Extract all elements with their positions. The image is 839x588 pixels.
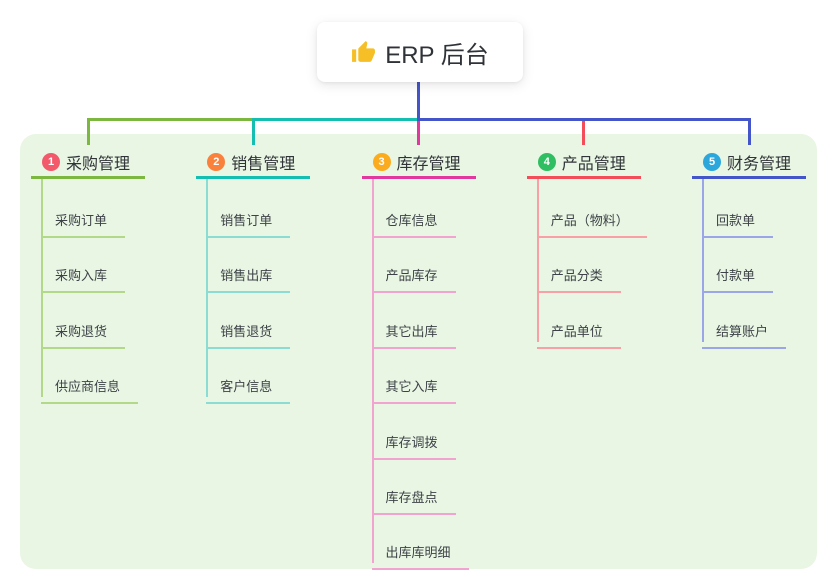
branch-drop-line — [582, 121, 586, 145]
branch-drop-line — [251, 121, 255, 145]
child-node-label: 客户信息 — [220, 379, 273, 395]
child-node-label: 销售订单 — [220, 213, 273, 228]
child-node-label: 库存盘点 — [385, 490, 438, 505]
root-node[interactable]: ERP 后台 — [317, 22, 523, 82]
bus-segment — [417, 118, 751, 121]
bus-segment — [251, 118, 420, 121]
child-node[interactable]: 产品库存 — [371, 250, 456, 294]
branch-header-node[interactable]: 2 销售管理 — [196, 147, 311, 179]
child-node-label: 付款单 — [716, 268, 756, 284]
child-node-label: 产品（物料） — [550, 213, 629, 228]
child-node[interactable]: 其它入库 — [371, 361, 456, 405]
branch-label: 采购管理 — [66, 155, 131, 173]
priority-badge: 2 — [207, 152, 226, 171]
child-node[interactable]: 产品分类 — [536, 250, 621, 294]
child-node[interactable]: 供应商信息 — [41, 361, 139, 405]
child-node-label: 其它出库 — [385, 323, 438, 339]
branch-label: 产品管理 — [561, 155, 626, 173]
child-node[interactable]: 产品（物料） — [536, 195, 647, 238]
child-node[interactable]: 销售出库 — [206, 250, 291, 294]
branch-header-node[interactable]: 3 库存管理 — [361, 147, 476, 179]
branch-children-connector — [206, 179, 209, 398]
branch: 4 产品管理 产品（物料） 产品分类 产品单位 — [526, 0, 692, 588]
branch-children-connector — [702, 179, 704, 342]
thumbs-up-icon — [351, 40, 376, 65]
branch-header-node[interactable]: 4 产品管理 — [526, 147, 641, 179]
child-node[interactable]: 出库库明细 — [371, 527, 469, 571]
child-node-label: 采购入库 — [55, 268, 108, 284]
child-node-label: 采购退货 — [55, 323, 108, 339]
branch-header-node[interactable]: 5 财务管理 — [692, 147, 807, 179]
child-node-label: 销售退货 — [220, 323, 273, 339]
child-node-label: 出库库明细 — [385, 545, 451, 561]
child-node-label: 结算账户 — [716, 323, 769, 339]
child-node[interactable]: 采购入库 — [41, 250, 126, 294]
child-node[interactable]: 销售退货 — [206, 306, 291, 349]
child-node[interactable]: 结算账户 — [702, 306, 787, 349]
branch-header-node[interactable]: 1 采购管理 — [31, 147, 146, 179]
branch-children-connector — [536, 179, 539, 342]
child-node[interactable]: 库存调拨 — [371, 417, 456, 460]
child-node-label: 仓库信息 — [385, 213, 438, 228]
branch-drop-line — [86, 121, 90, 145]
branch: 5 财务管理 回款单 付款单 结算账户 — [692, 0, 839, 588]
child-node[interactable]: 仓库信息 — [371, 195, 456, 238]
root-node-label: ERP 后台 — [385, 41, 489, 69]
branch: 3 库存管理 仓库信息 产品库存 其它出库 其它入库 库存调拨 库存盘点 出库库… — [361, 0, 527, 588]
child-node[interactable]: 其它出库 — [371, 306, 456, 349]
branch-label: 财务管理 — [727, 155, 792, 173]
branch-children-connector — [371, 179, 374, 564]
child-node[interactable]: 采购退货 — [41, 306, 126, 349]
child-node[interactable]: 回款单 — [702, 195, 774, 238]
child-node[interactable]: 采购订单 — [41, 195, 126, 238]
child-node-label: 库存调拨 — [385, 434, 438, 450]
child-node-label: 供应商信息 — [55, 379, 121, 395]
branch: 1 采购管理 采购订单 采购入库 采购退货 供应商信息 — [31, 0, 196, 588]
root-connector-stem — [417, 82, 420, 121]
child-node-label: 产品单位 — [550, 323, 603, 339]
child-node-label: 销售出库 — [220, 268, 273, 284]
branch: 2 销售管理 销售订单 销售出库 销售退货 客户信息 — [196, 0, 361, 588]
priority-badge: 1 — [42, 152, 60, 171]
child-node-label: 产品分类 — [550, 268, 603, 284]
child-node-label: 回款单 — [716, 213, 756, 228]
child-node[interactable]: 销售订单 — [206, 195, 291, 238]
priority-badge: 4 — [537, 152, 556, 171]
branch-children-connector — [41, 179, 43, 398]
branch-label: 销售管理 — [231, 155, 296, 173]
branch-drop-line — [747, 121, 751, 145]
child-node[interactable]: 产品单位 — [536, 306, 621, 349]
branch-drop-line — [417, 121, 420, 145]
child-node[interactable]: 客户信息 — [206, 361, 291, 405]
child-node-label: 采购订单 — [55, 213, 108, 228]
priority-badge: 3 — [372, 152, 391, 171]
bus-segment — [86, 118, 255, 121]
mindmap-background-panel — [20, 134, 817, 569]
child-node[interactable]: 库存盘点 — [371, 472, 456, 515]
child-node-label: 产品库存 — [385, 268, 438, 284]
priority-badge: 5 — [703, 152, 721, 171]
child-node-label: 其它入库 — [385, 379, 438, 395]
branch-label: 库存管理 — [396, 155, 461, 173]
child-node[interactable]: 付款单 — [702, 250, 774, 294]
